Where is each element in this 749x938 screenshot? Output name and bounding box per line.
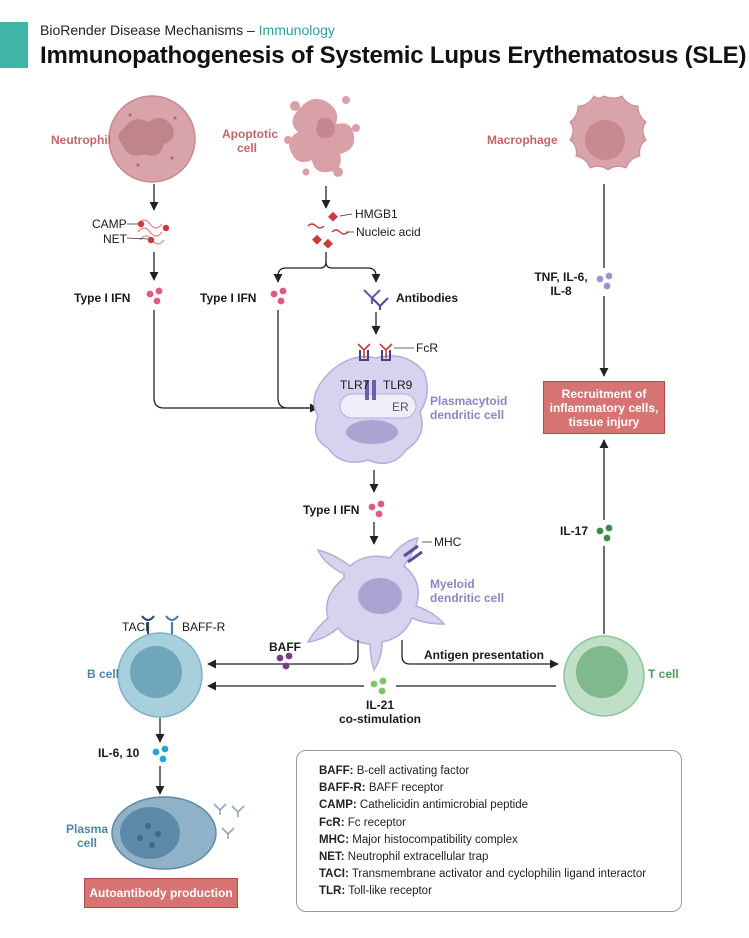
apoptotic-label-line1: Apoptotic — [222, 127, 278, 141]
baff-r-label: BAFF-R — [182, 620, 226, 634]
legend-row: MHC: Major histocompatibility complex — [319, 833, 518, 846]
header-accent-bar — [0, 22, 28, 68]
mdc-label: Myeloid dendritic cell — [430, 577, 504, 605]
arrow-ifn-left-pdc — [153, 310, 319, 413]
hmgb1-nucleic-acid-icon — [307, 211, 354, 249]
camp-label: CAMP — [92, 217, 127, 231]
il21-icon — [364, 676, 396, 696]
b-cell-icon — [117, 615, 203, 718]
plasma-cell-label: Plasma cell — [62, 822, 112, 850]
antibodies-label: Antibodies — [396, 291, 458, 305]
b-cell-label: B cell — [87, 667, 120, 681]
il6-10-icon — [152, 745, 169, 763]
arrow-hmgb1-ifn — [273, 252, 327, 283]
arrow-hmgb1-antibodies — [325, 261, 381, 283]
t-cell-icon — [563, 635, 645, 717]
recruitment-line1: Recruitment of — [561, 386, 647, 401]
hmgb1-label: HMGB1 — [355, 207, 398, 221]
type1-ifn-pdc-icon — [368, 500, 385, 518]
neutrophil-label: Neutrophil — [51, 133, 111, 147]
macrophage-icon — [569, 95, 647, 171]
type1-ifn-pdc-label: Type I IFN — [303, 503, 360, 517]
pdc-label-line2: dendritic cell — [430, 408, 505, 422]
er-label: ER — [392, 400, 409, 414]
tnf-label-line1: TNF, IL-6, — [534, 270, 588, 284]
pdc-label-line1: Plasmacytoid — [430, 394, 508, 408]
il6-10-label: IL-6, 10 — [98, 746, 140, 760]
type1-ifn-mid-icon — [270, 287, 287, 305]
tnf-label-line2: IL-8 — [550, 284, 572, 298]
il21-label-line1: IL-21 — [365, 698, 394, 712]
legend-row: BAFF-R: BAFF receptor — [319, 782, 444, 795]
plasma-cell-icon — [111, 796, 245, 870]
fcr-label: FcR — [416, 341, 438, 355]
arrow-mdc-bcell — [207, 640, 359, 669]
t-cell-label: T cell — [648, 667, 679, 681]
page-title: Immunopathogenesis of Systemic Lupus Ery… — [40, 42, 747, 69]
type1-ifn-left-label: Type I IFN — [74, 291, 131, 305]
plasma-label-line1: Plasma — [65, 822, 109, 836]
tlr7-label: TLR7 — [340, 378, 370, 392]
type1-ifn-mid-label: Type I IFN — [200, 291, 257, 305]
kicker: BioRender Disease Mechanisms – Immunolog… — [40, 22, 335, 38]
kicker-prefix: BioRender Disease Mechanisms – — [40, 22, 255, 38]
macrophage-label: Macrophage — [487, 133, 558, 147]
neutrophil-icon — [108, 95, 196, 183]
tnf-il6-il8-icon — [596, 272, 613, 290]
recruitment-line3: tissue injury — [568, 414, 640, 429]
apoptotic-cell-label: Apoptotic cell — [222, 127, 278, 155]
baff-label: BAFF — [269, 640, 301, 654]
mhc-label: MHC — [434, 535, 462, 549]
tnf-label: TNF, IL-6, IL-8 — [530, 270, 592, 298]
tlr9-label: TLR9 — [383, 378, 413, 392]
legend-row: FcR: Fc receptor — [319, 816, 406, 829]
pdc-label: Plasmacytoid dendritic cell — [430, 394, 507, 422]
il17-icon — [596, 524, 613, 542]
recruitment-line2: inflammatory cells, — [549, 400, 659, 415]
net-label: NET — [103, 232, 127, 246]
antigen-presentation-label: Antigen presentation — [424, 648, 545, 662]
arrow-antigen-presentation — [401, 640, 559, 669]
apoptotic-label-line2: cell — [236, 141, 257, 155]
legend-row: TACI: Transmembrane activator and cyclop… — [319, 868, 647, 881]
mdc-label-line1: Myeloid — [430, 577, 475, 591]
pdc-icon — [313, 343, 428, 465]
legend-row: TLR: Toll-like receptor — [319, 885, 432, 898]
il21-label-line2: co-stimulation — [338, 712, 421, 726]
legend-row: BAFF: B-cell activating factor — [319, 765, 470, 777]
taci-label: TACI — [122, 620, 149, 634]
plasma-label-line2: cell — [76, 836, 97, 850]
autoantibody-outcome-box: Autoantibody production — [84, 878, 238, 908]
il17-label: IL-17 — [560, 524, 589, 538]
legend-row: NET: Neutrophil extracellular trap — [319, 851, 489, 864]
type1-ifn-left-icon — [146, 287, 163, 305]
mdc-label-line2: dendritic cell — [430, 591, 505, 605]
il21-label: IL-21 co-stimulation — [330, 698, 430, 726]
recruitment-outcome-box: Recruitment of inflammatory cells, tissu… — [543, 381, 665, 434]
legend-box: BAFF: B-cell activating factor BAFF-R: B… — [296, 750, 682, 912]
kicker-topic: Immunology — [258, 22, 335, 38]
apoptotic-cell-icon — [284, 96, 360, 177]
antibodies-icon — [363, 289, 389, 310]
baff-icon — [276, 652, 293, 670]
net-icon — [126, 219, 170, 245]
mdc-icon — [306, 537, 446, 672]
legend-row: CAMP: Cathelicidin antimicrobial peptide — [319, 799, 529, 812]
arrow-ifn-mid-pdc — [277, 310, 318, 409]
nucleic-acid-label: Nucleic acid — [356, 225, 421, 239]
